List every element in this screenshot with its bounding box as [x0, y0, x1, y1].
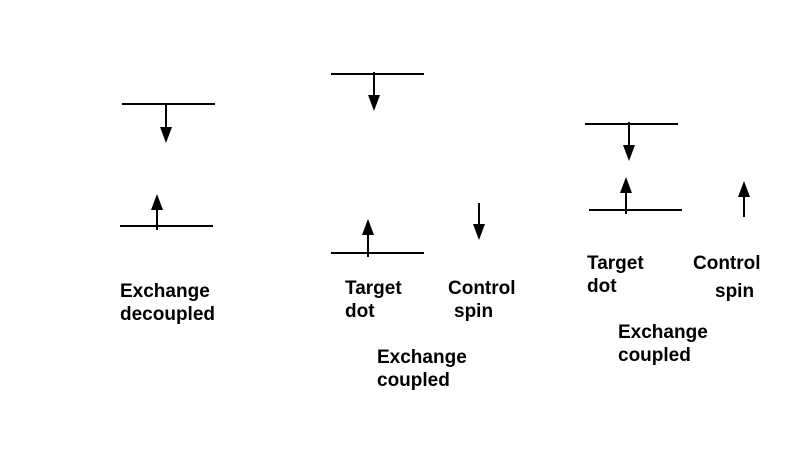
- control-spin-down-arrow: [473, 203, 485, 240]
- spin-up-arrow: [151, 194, 163, 230]
- panel-exchange-coupled-1: [331, 72, 485, 257]
- target-dot-label: Target dot: [345, 278, 402, 322]
- panel-exchange-coupled-2: [585, 122, 750, 217]
- spin-down-arrow: [623, 122, 635, 161]
- caption-exchange-coupled: Exchange coupled: [377, 347, 467, 391]
- spin-up-arrow: [620, 177, 632, 214]
- control-spin-up-arrow: [738, 181, 750, 217]
- control-spin-label: Control spin: [693, 253, 761, 302]
- spin-down-arrow: [160, 104, 172, 143]
- spin-up-arrow: [362, 219, 374, 257]
- caption-exchange-decoupled: Exchange decoupled: [120, 281, 216, 325]
- caption-exchange-coupled: Exchange coupled: [618, 322, 708, 366]
- spin-down-arrow: [368, 72, 380, 111]
- control-spin-label: Control spin: [448, 278, 516, 322]
- target-dot-label: Target dot: [587, 253, 644, 297]
- panel-exchange-decoupled: [120, 103, 215, 230]
